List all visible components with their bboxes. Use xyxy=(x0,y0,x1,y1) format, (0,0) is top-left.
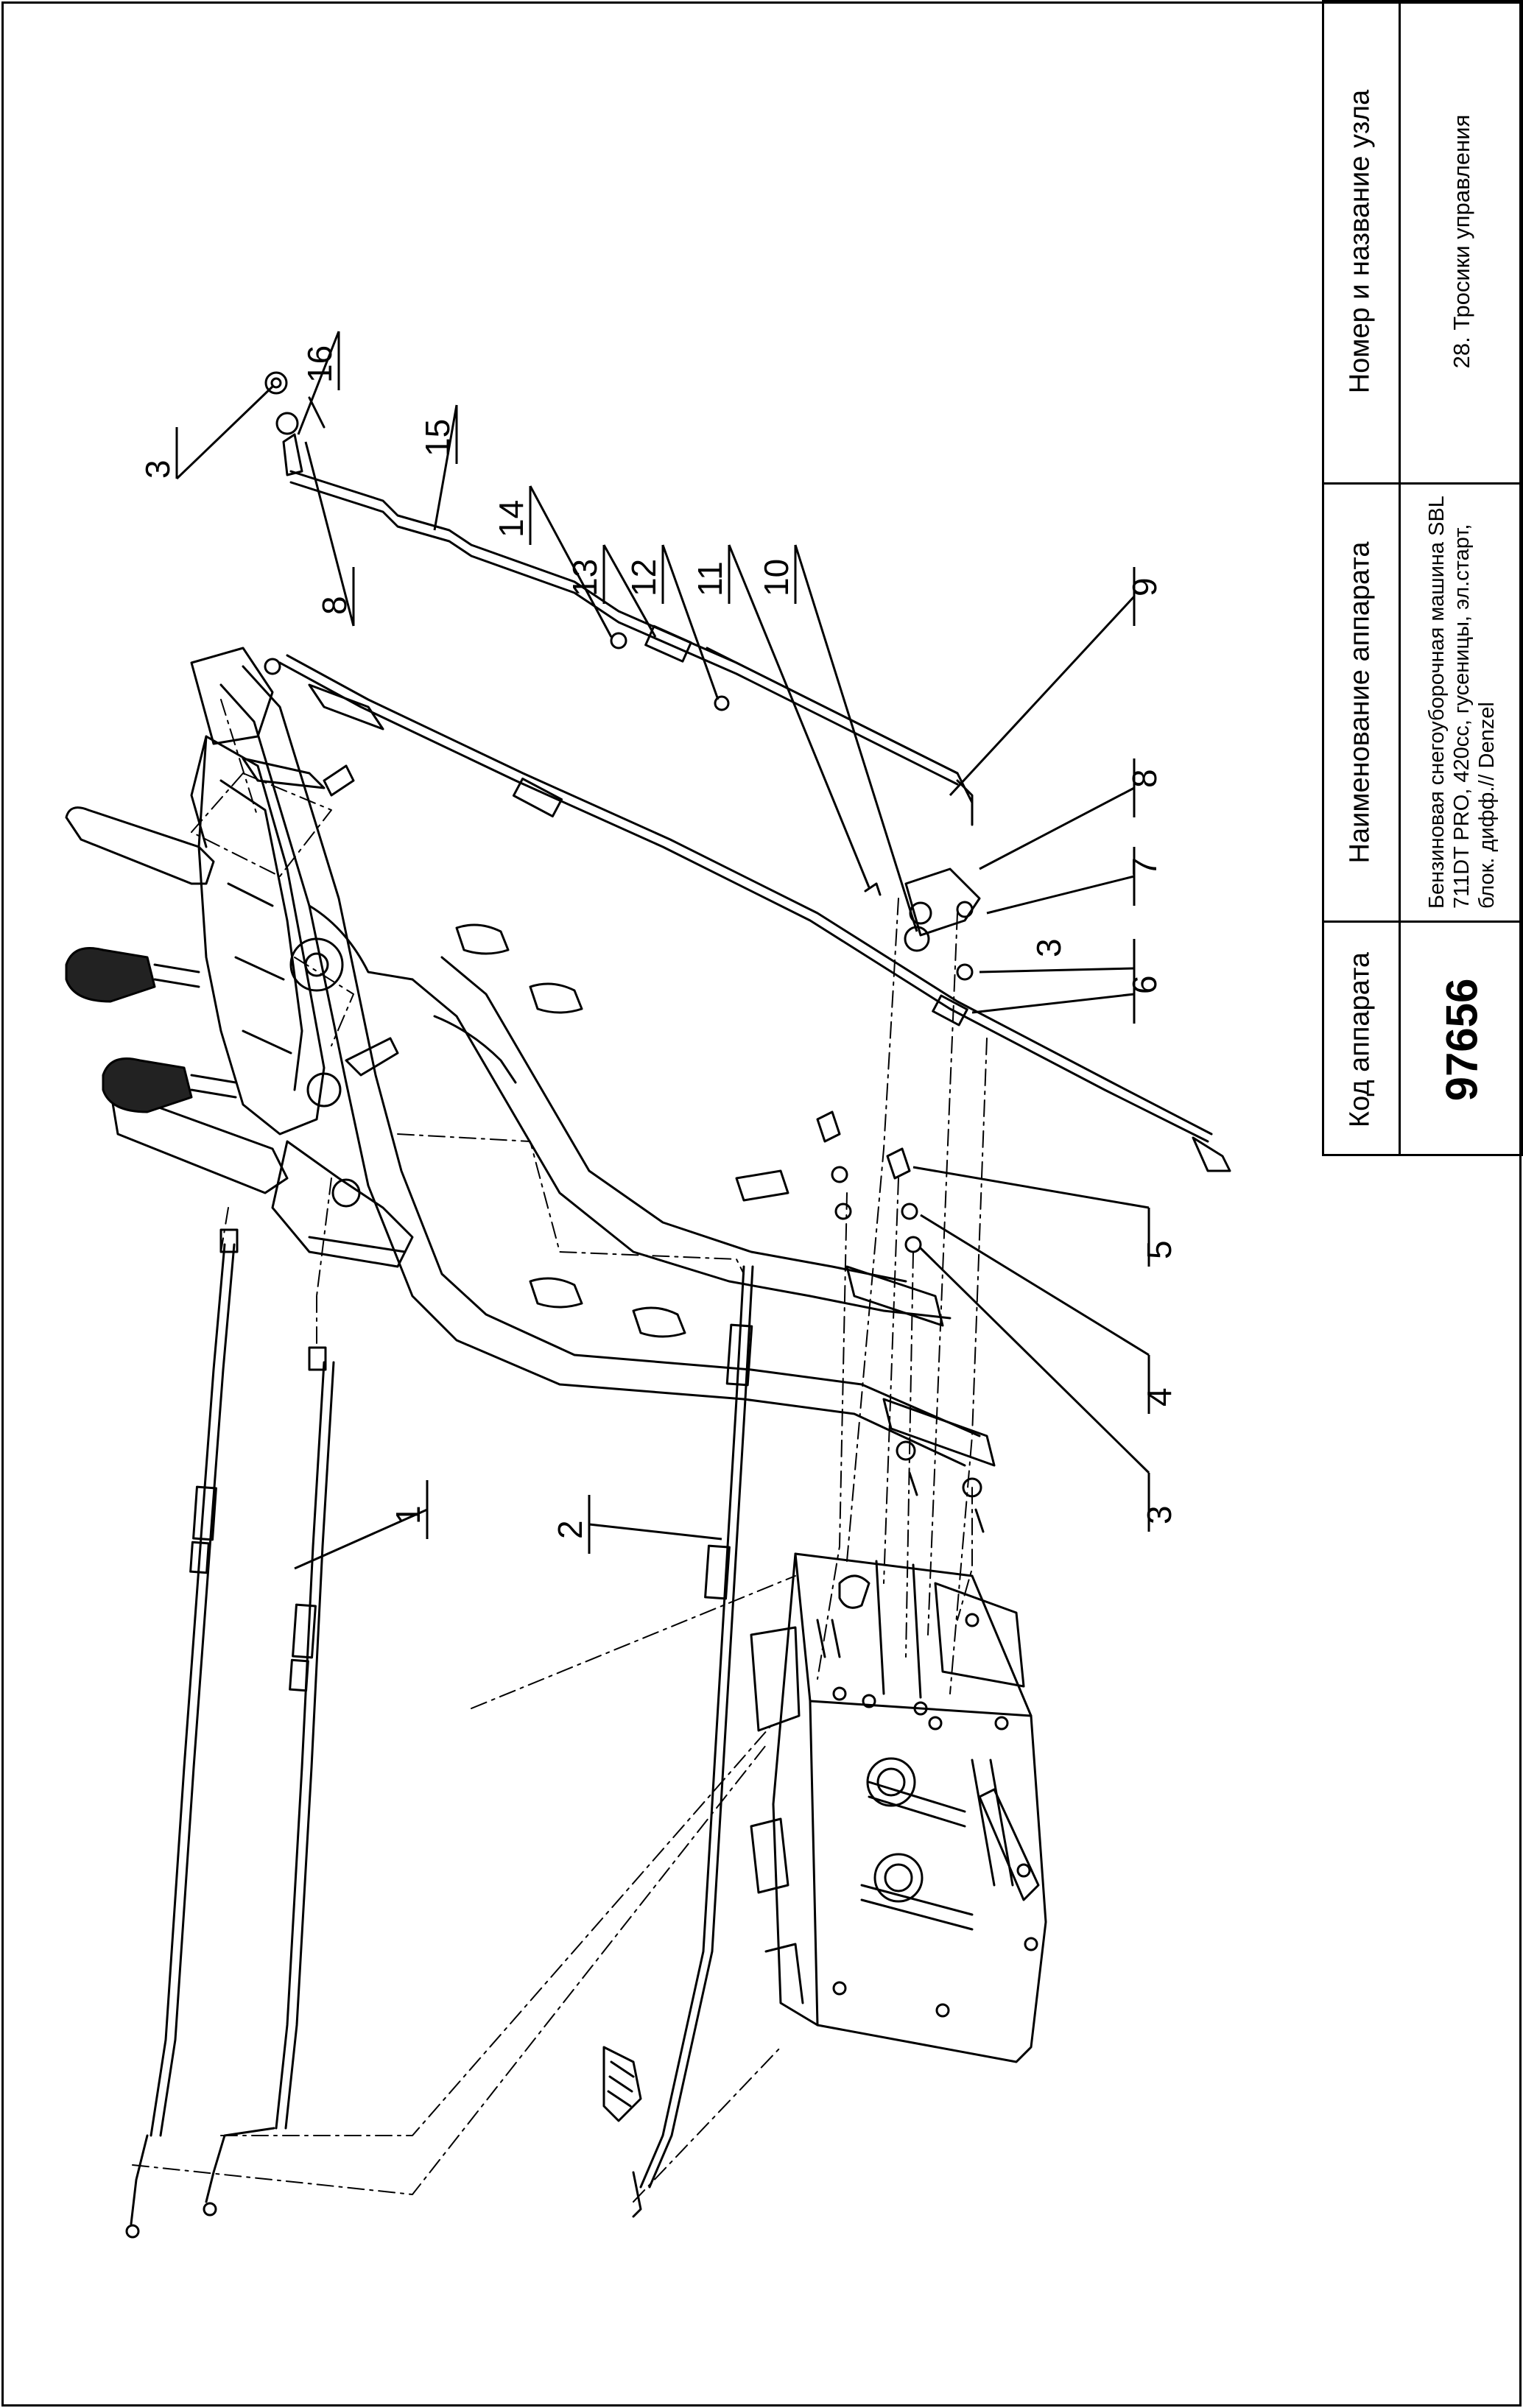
levers xyxy=(65,757,399,1194)
callout-7: 7 xyxy=(1125,857,1164,876)
device-value-cell: Бензиновая снегоуборочная машина SBL 711… xyxy=(1401,485,1523,920)
callout-9: 9 xyxy=(1125,577,1164,596)
callout-8-top: 8 xyxy=(315,596,354,615)
node-header: Номер и название узла xyxy=(1344,89,1376,393)
code-header: Код аппарата xyxy=(1344,951,1376,1127)
exploded-parts-diagram: 3 16 8 15 14 13 12 11 10 9 8 7 3 6 5 4 3… xyxy=(65,331,1231,2239)
node-header-cell: Номер и название узла xyxy=(1322,0,1399,482)
callout-3-right: 3 xyxy=(1030,938,1068,957)
callout-16: 16 xyxy=(300,345,339,383)
callout-3-lower: 3 xyxy=(1140,1505,1178,1524)
callout-3-top: 3 xyxy=(138,460,177,479)
callout-labels: 3 16 8 15 14 13 12 11 10 9 8 7 3 6 5 4 3… xyxy=(138,345,1178,1539)
code-value-cell: 97656 xyxy=(1401,923,1523,1156)
title-block: Номер и название узла 28. Тросики управл… xyxy=(1322,0,1523,1156)
callout-10: 10 xyxy=(757,559,795,596)
callout-14: 14 xyxy=(492,500,530,538)
callout-1: 1 xyxy=(389,1505,427,1524)
cable-6 xyxy=(264,654,1231,1172)
cable-1 xyxy=(125,1228,335,2239)
device-header: Наименование аппарата xyxy=(1344,541,1376,864)
node-value-cell: 28. Тросики управления xyxy=(1401,0,1523,482)
rod-assembly xyxy=(264,371,974,826)
callout-4: 4 xyxy=(1140,1387,1178,1407)
callout-2: 2 xyxy=(551,1520,589,1539)
cable-2 xyxy=(602,1265,754,2218)
column-divider xyxy=(1399,0,1401,1156)
callout-13: 13 xyxy=(566,559,604,596)
node-name: 28. Тросики управления xyxy=(1449,114,1474,368)
row-divider-2 xyxy=(1322,920,1523,923)
callout-8-right: 8 xyxy=(1125,769,1164,788)
callout-6: 6 xyxy=(1125,975,1164,994)
construction-lines xyxy=(132,699,988,2203)
bracket-7 xyxy=(864,867,981,981)
device-header-cell: Наименование аппарата xyxy=(1322,485,1399,920)
callout-15: 15 xyxy=(418,419,457,457)
callout-11: 11 xyxy=(691,561,729,596)
gearbox-housing xyxy=(750,1552,1047,2063)
device-name: Бензиновая снегоуборочная машина SBL 711… xyxy=(1425,496,1499,909)
fasteners xyxy=(816,1110,985,1533)
callout-5: 5 xyxy=(1140,1240,1178,1259)
code-value: 97656 xyxy=(1437,978,1487,1101)
control-panel xyxy=(190,647,414,1268)
code-header-cell: Код аппарата xyxy=(1322,923,1399,1156)
title-block-border xyxy=(1322,0,1523,1156)
callout-12: 12 xyxy=(625,559,663,596)
row-divider-1 xyxy=(1322,482,1523,485)
callout-leaders xyxy=(175,331,1150,1570)
handle-frame xyxy=(219,665,996,1467)
